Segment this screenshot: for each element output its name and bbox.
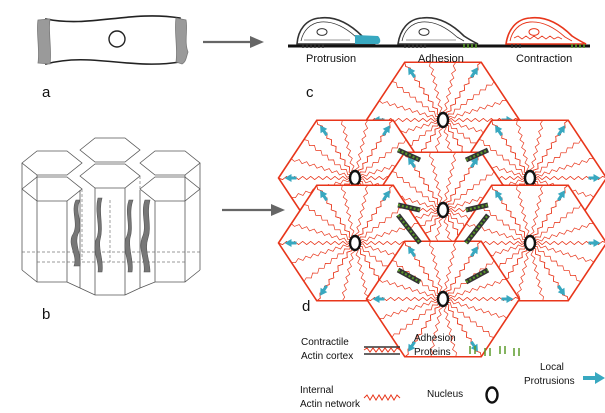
legend-internal-line1: Internal (300, 385, 334, 396)
adhesion-band (465, 148, 489, 162)
adhesion-band (465, 269, 489, 283)
legend-protrusion-swatch (583, 372, 605, 384)
adhesion-band (397, 148, 421, 162)
legend-internal-line2: Actin network (300, 399, 361, 410)
sheet-cell (365, 240, 521, 358)
legend-internal-swatch (363, 394, 401, 401)
sheet-nucleus (436, 111, 450, 129)
arrow-a-to-c-head (250, 36, 264, 48)
panel-letter-c: c (306, 84, 314, 101)
legend-nucleus-label: Nucleus (427, 389, 464, 400)
stage-protrusion-cell (296, 16, 381, 48)
cell-left-end (37, 18, 51, 65)
panel-letter-b: b (42, 306, 51, 323)
legend-contractile-line2: Actin cortex (301, 351, 354, 362)
cell-right-end (175, 17, 189, 65)
adhesion-band (397, 269, 421, 283)
legend-contractile-line1: Contractile (301, 337, 349, 348)
legend-nucleus-swatch (485, 386, 499, 404)
stage-contraction-cell (505, 16, 587, 48)
cortex-band (397, 202, 421, 213)
cortex-band (465, 202, 489, 213)
panel-letter-d: d (302, 298, 311, 315)
sheet-nucleus (348, 234, 362, 252)
stage-adhesion-cell (397, 16, 479, 48)
legend-adhesion-line2: Proteins (414, 347, 451, 358)
stage-label-protrusion: Protrusion (306, 53, 357, 65)
legend-protrusions-line2: Protrusions (524, 376, 575, 387)
adhesion-band (465, 214, 489, 244)
stage-label-adhesion: Adhesion (418, 53, 464, 65)
sheet-nucleus (436, 290, 450, 308)
cell-nucleus (108, 30, 126, 48)
stage-label-contraction: Contraction (516, 53, 573, 65)
legend-contractile-swatch (363, 346, 401, 355)
legend-adhesion-swatch (469, 346, 520, 356)
arrow-b-to-d-head (271, 204, 285, 216)
adhesion-band (397, 214, 421, 244)
legend-adhesion-line1: Adhesion (414, 333, 456, 344)
legend-protrusions-line1: Local (540, 362, 564, 373)
panel-letter-a: a (42, 84, 51, 101)
sheet-nucleus (436, 201, 450, 219)
sheet-nucleus (523, 234, 537, 252)
